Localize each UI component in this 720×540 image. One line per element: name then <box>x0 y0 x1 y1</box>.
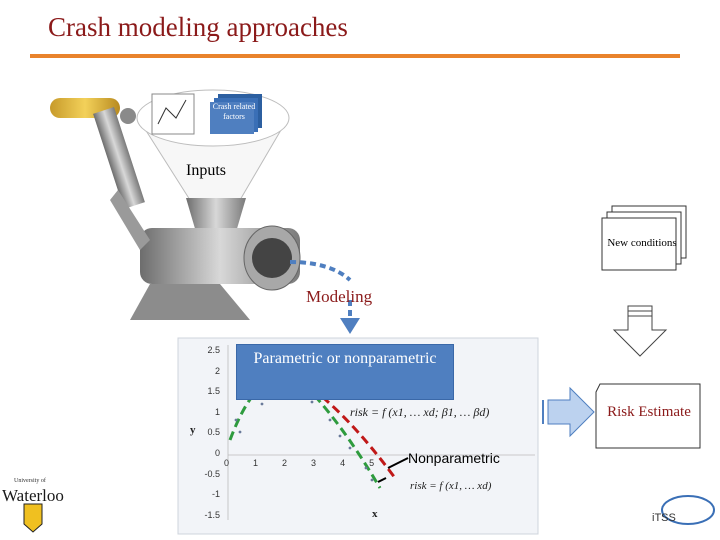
title-underline <box>30 54 680 58</box>
itss-logo-icon <box>661 495 715 525</box>
slide-title: Crash modeling approaches <box>48 12 348 42</box>
x-tick: 2 <box>282 458 288 468</box>
parametric-formula: risk = f (x1, … xd; β1, … βd) <box>350 405 490 419</box>
y-tick: 1.5 <box>207 386 220 397</box>
right-arrow <box>542 386 595 438</box>
x-tick: 5 <box>369 458 375 468</box>
grinder-body <box>110 190 301 320</box>
y-axis-label: y <box>190 424 196 436</box>
y-tick: -1.5 <box>204 509 220 520</box>
flow-arrow-to-modeling <box>289 260 360 334</box>
survey-document-icon <box>151 93 195 135</box>
risk-estimate-label: Risk Estimate <box>607 404 691 420</box>
waterloo-logo-text: Waterloo <box>2 486 64 505</box>
x-tick: 1 <box>253 458 259 468</box>
y-tick: -0.5 <box>204 468 220 479</box>
y-tick: 0.5 <box>207 427 220 438</box>
y-tick: 0 <box>214 447 220 458</box>
grinder-handle <box>50 98 145 209</box>
y-tick: -1 <box>211 489 220 500</box>
itss-logo-text: iTSS <box>652 512 676 524</box>
crash-factors-docs <box>210 94 262 134</box>
y-tick: 2 <box>214 365 220 376</box>
nonparametric-label: Nonparametric <box>408 450 500 466</box>
new-conditions-docs <box>601 205 687 271</box>
parametric-box <box>236 344 454 400</box>
inputs-label: Inputs <box>186 162 226 179</box>
parametric-label: Parametric or nonparametric <box>253 350 437 367</box>
risk-estimate-doc <box>595 383 701 449</box>
x-tick: 4 <box>340 458 346 468</box>
new-conditions-label: New conditions <box>607 237 677 249</box>
waterloo-crest <box>23 503 43 533</box>
x-tick: 0 <box>224 458 230 468</box>
x-tick: 3 <box>311 458 317 468</box>
y-tick: 1 <box>214 406 220 417</box>
x-axis-label: x <box>372 508 378 520</box>
modeling-label: Modeling <box>306 287 373 306</box>
nonparametric-formula: risk = f (x1, … xd) <box>410 480 492 492</box>
y-tick: 2.5 <box>207 345 220 355</box>
crash-factors-text: Crash related factors <box>212 102 256 121</box>
down-arrow <box>612 305 668 357</box>
waterloo-small-text: University of <box>14 478 46 484</box>
